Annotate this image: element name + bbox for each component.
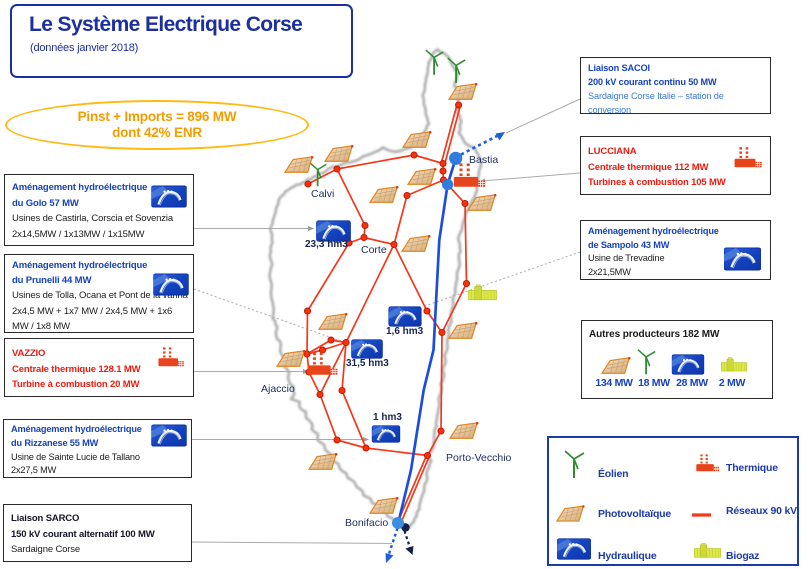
reservoir-golo: 23,3 hm3 — [305, 239, 348, 250]
badge-line1: Pinst + Imports = 896 MW — [77, 109, 237, 124]
map-labels: Bastia Calvi Corte Ajaccio Porto-Vecchio… — [261, 154, 512, 529]
golo-title-2: du Golo 57 MW — [12, 197, 79, 209]
lucciana-line-2: Turbines à combustion 105 MW — [588, 177, 726, 188]
reservoir-labels: 23,3 hm3 1,6 hm3 31,5 hm3 1 hm3 — [305, 239, 424, 423]
rizzanese-title-2: du Rizzanese 55 MW — [11, 437, 99, 448]
autres-title: Autres producteurs 182 MW — [589, 329, 720, 340]
golo-box: Aménagement hydroélectrique du Golo 57 M… — [4, 174, 194, 246]
prunelli-title-2: du Prunelli 44 MW — [12, 275, 92, 287]
sacoi-title: Liaison SACOI — [588, 63, 650, 73]
hydro-icon — [151, 185, 187, 208]
legend-box: Éolien Thermique Photovoltaïque Réseaux … — [547, 436, 799, 566]
biogas-icon — [721, 357, 747, 372]
autres-wind-value: 18 MW — [638, 377, 670, 389]
capacity-badge: Pinst + Imports = 896 MW dont 42% ENR — [5, 100, 309, 150]
legend-reseaux-label: Réseaux 90 kV — [726, 505, 797, 517]
sampolo-box: Aménagement hydroélectrique de Sampolo 4… — [580, 220, 771, 280]
autres-hydro-value: 28 MW — [676, 377, 708, 389]
city-corte: Corte — [361, 244, 387, 256]
hydro-icon — [671, 354, 705, 375]
pv-icon — [556, 504, 586, 522]
thermal-icon — [695, 453, 721, 473]
vazzio-title: VAZZIO — [12, 348, 46, 359]
golo-title-1: Aménagement hydroélectrique — [12, 182, 148, 193]
hydro-icon — [153, 273, 189, 296]
autres-biogas-value: 2 MW — [718, 377, 746, 389]
prunelli-title-1: Aménagement hydroélectrique — [12, 260, 148, 271]
rizzanese-line-1: Usine de Sainte Lucie de Tallano — [11, 451, 140, 462]
bastia-dot — [449, 151, 463, 165]
thermal-icon — [733, 146, 763, 169]
reservoir-sampolo: 1,6 hm3 — [386, 326, 424, 337]
sacoi-line-1: 200 kV courant continu 50 MW — [588, 77, 717, 87]
sarco-line-1: 150 kV courant alternatif 100 MW — [11, 528, 155, 540]
hydro-icon — [724, 247, 761, 271]
prunelli-box: Aménagement hydroélectrique du Prunelli … — [4, 254, 194, 333]
bastia-south-dot — [442, 179, 454, 191]
lucciana-box: LUCCIANA Centrale thermique 112 MW Turbi… — [580, 136, 771, 195]
network-line-icon — [692, 513, 711, 517]
city-calvi: Calvi — [311, 188, 334, 200]
pv-icon — [601, 356, 632, 374]
sampolo-line-2: 2x21,5MW — [588, 266, 631, 277]
reservoir-rizzanese: 1 hm3 — [373, 412, 402, 423]
vazzio-line-2: Turbine à combustion 20 MW — [12, 379, 140, 390]
legend-photovoltaique-label: Photovoltaïque — [598, 508, 672, 520]
page-subtitle: (données janvier 2018) — [30, 42, 139, 54]
sarco-box: Liaison SARCO 150 kV courant alternatif … — [3, 504, 192, 562]
sarco-title: Liaison SARCO — [11, 513, 80, 524]
prunelli-line-1: Usines de Tolla, Ocana et Pont de la van… — [12, 290, 188, 302]
vazzio-line-1: Centrale thermique 128.1 MW — [12, 363, 141, 375]
city-bonifacio: Bonifacio — [345, 517, 388, 529]
lucciana-title: LUCCIANA — [588, 146, 637, 157]
wind-icon — [563, 448, 587, 480]
reservoir-prunelli: 31,5 hm3 — [346, 358, 389, 369]
autres-pv-value: 134 MW — [595, 377, 633, 389]
city-ajaccio: Ajaccio — [261, 383, 295, 395]
page-title: Le Système Electrique Corse — [29, 13, 303, 36]
golo-line-2: 2x14,5MW / 1x13MW / 1x15MW — [12, 228, 145, 240]
city-bastia: Bastia — [469, 154, 498, 166]
city-porto-vecchio: Porto-Vecchio — [446, 452, 512, 464]
rizzanese-box: Aménagement hydroélectrique du Rizzanese… — [3, 419, 192, 478]
title-box — [10, 4, 353, 78]
city-dots — [392, 151, 463, 532]
badge-line2: dont 42% ENR — [112, 125, 202, 140]
sacoi-line-3: conversion — [588, 105, 631, 114]
rizzanese-line-2: 2x27,5 MW — [11, 465, 57, 476]
thermal-icon — [157, 346, 186, 368]
sampolo-title-2: de Sampolo 43 MW — [588, 239, 670, 250]
subsea-arrows — [385, 132, 505, 563]
lucciana-line-1: Centrale thermique 112 MW — [588, 161, 709, 173]
sacoi-line-2: Sardaigne Corse Italie – station de — [588, 91, 724, 101]
hydro-icon — [151, 424, 187, 447]
legend-thermique-label: Thermique — [726, 462, 778, 474]
wind-icon — [637, 348, 657, 376]
sarco-line-2: Sardaigne Corse — [11, 544, 81, 555]
legend-biogaz-label: Biogaz — [726, 550, 760, 562]
golo-line-1: Usines de Castirla, Corscia et Sovenzia — [12, 213, 173, 224]
legend-eolien-label: Éolien — [598, 468, 629, 480]
bonifacio-dot — [392, 517, 404, 529]
legend-hydraulique-label: Hydraulique — [598, 550, 657, 562]
vazzio-box: VAZZIO Centrale thermique 128.1 MW Turbi… — [4, 338, 194, 397]
biogas-icon — [694, 543, 721, 558]
rizzanese-title-1: Aménagement hydroélectrique — [11, 424, 142, 434]
sampolo-line-1: Usine de Trevadine — [588, 253, 665, 263]
autres-producteurs-box: Autres producteurs 182 MW 134 MW 18 MW 2… — [581, 320, 773, 399]
sacoi-box: Liaison SACOI 200 kV courant continu 50 … — [580, 57, 771, 114]
prunelli-line-2: 2x4,5 MW + 1x7 MW / 2x4,5 MW + 1x6 MW / … — [12, 305, 173, 332]
hydro-icon — [557, 538, 591, 560]
sampolo-title-1: Aménagement hydroélectrique — [588, 226, 719, 236]
